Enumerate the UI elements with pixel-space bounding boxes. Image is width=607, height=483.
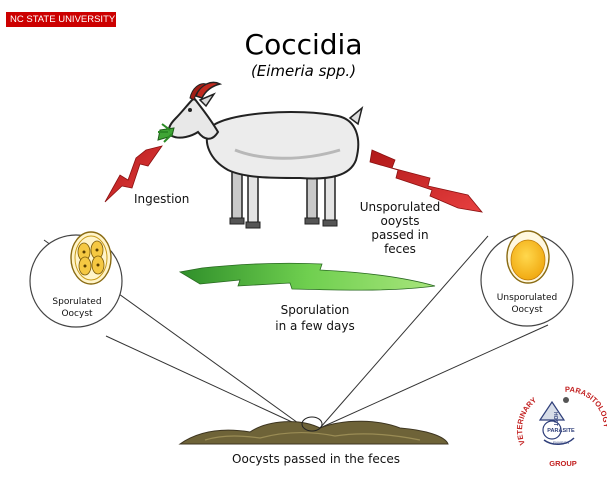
logo-arc-left: VETERINARY [515, 395, 538, 446]
unsporulated-passed-line-4: feces [354, 242, 446, 256]
unsporulated-passed-line-1: Unsporulated [354, 200, 446, 214]
unsporulated-oocyst-label: Unsporulated Oocyst [489, 292, 565, 316]
sporulated-oocyst-line-1: Sporulated [46, 296, 108, 308]
sporulation-arrow [180, 263, 435, 290]
logo-center-small: ENVIRON [553, 441, 569, 445]
unsporulated-passed-line-2: ooysts [354, 214, 446, 228]
unsporulated-passed-line-3: passed in [354, 228, 446, 242]
unsporulated-oocyst-line-1: Unsporulated [489, 292, 565, 304]
sporulation-label: Sporulation in a few days [250, 302, 380, 334]
unsporulated-oocyst-line-2: Oocyst [489, 304, 565, 316]
sporulated-oocyst-line-2: Oocyst [46, 308, 108, 320]
ingestion-label: Ingestion [134, 192, 189, 207]
sporulated-oocyst-label: Sporulated Oocyst [46, 296, 108, 320]
logo-text-layer: VETERINARY PARASITOLOGY GROUP PARASITE H… [515, 382, 607, 476]
logo-center-vertical: HOST [552, 412, 558, 426]
logo-center-word: PARASITE [547, 428, 575, 434]
sporulation-line-1: Sporulation [250, 302, 380, 318]
feces-caption: Oocysts passed in the feces [226, 452, 406, 467]
feces-mound [180, 417, 448, 444]
logo-bottom-text: GROUP [549, 459, 577, 468]
logo-arc-right: PARASITOLOGY [565, 385, 607, 428]
unsporulated-passed-label: Unsporulated ooysts passed in feces [354, 200, 446, 256]
sporulation-line-2: in a few days [250, 318, 380, 334]
